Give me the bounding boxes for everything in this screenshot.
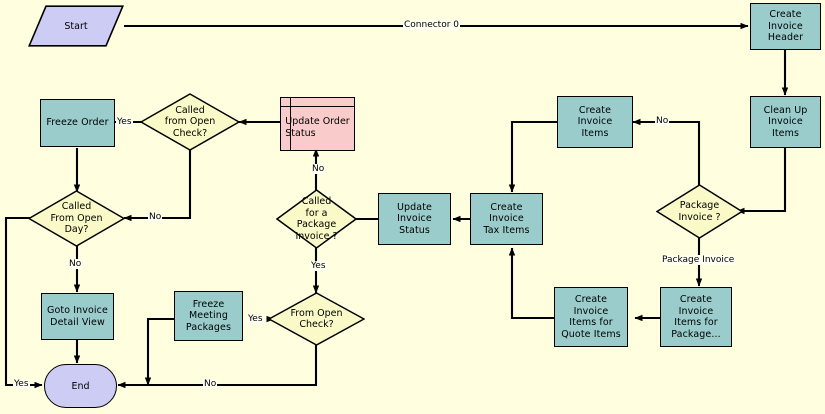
edge-items-for-quote-to-tax-items bbox=[508, 247, 554, 320]
node-start[interactable]: Start bbox=[28, 5, 124, 47]
subprocess-top-rule bbox=[281, 106, 354, 108]
node-end[interactable]: End bbox=[44, 364, 117, 408]
subprocess-left-rule bbox=[290, 98, 292, 150]
edge-label-called-for-package-yes: Yes bbox=[310, 261, 327, 271]
edge-label-connector-0: Connector 0 bbox=[403, 20, 461, 30]
edge-label-called-from-open-check-no: No bbox=[148, 212, 163, 222]
node-end-label: End bbox=[71, 380, 90, 392]
edge-label-called-for-package-no: No bbox=[311, 164, 326, 174]
edge-package-invoice-no-to-create-invoice-items bbox=[632, 118, 701, 185]
node-start-label: Start bbox=[64, 20, 88, 32]
edge-freeze-meeting-packages-to-end bbox=[144, 317, 174, 386]
node-freeze-order-label: Freeze Order bbox=[46, 117, 109, 129]
edge-label-called-from-open-check-yes: Yes bbox=[116, 117, 133, 127]
edge-label-package-invoice-no: No bbox=[655, 116, 670, 126]
edge-label-from-open-check-no: No bbox=[203, 379, 218, 389]
edge-label-package-invoice-yes: Package Invoice bbox=[661, 255, 736, 265]
start-parallelogram-shape bbox=[28, 5, 124, 47]
edge-label-called-from-open-day-yes: Yes bbox=[13, 379, 30, 389]
edge-called-open-check-no-to-called-open-day bbox=[123, 148, 192, 222]
edge-create-invoice-items-to-tax-items bbox=[508, 120, 557, 193]
edge-label-called-from-open-day-no: No bbox=[68, 259, 83, 269]
node-freeze-order[interactable]: Freeze Order bbox=[40, 99, 115, 147]
edge-label-from-open-check-yes: Yes bbox=[247, 314, 264, 324]
edge-cleanup-to-package-invoice-q bbox=[736, 148, 787, 215]
